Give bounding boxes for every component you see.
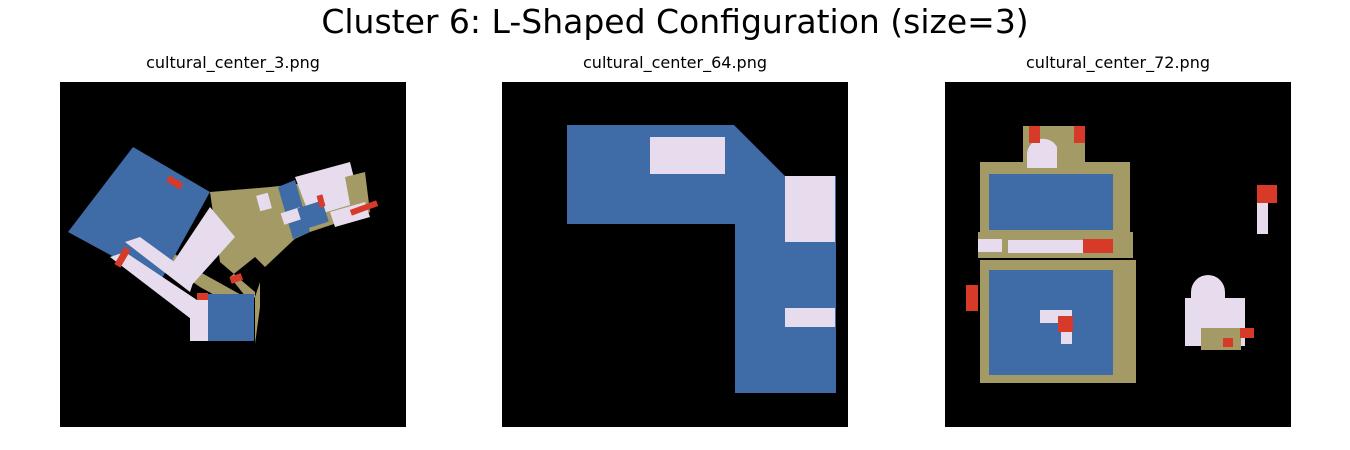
fp1-red-2 — [114, 246, 131, 268]
fp2-lilac-top — [650, 137, 725, 174]
panel-2-title: cultural_center_64.png — [583, 53, 767, 72]
fp3-mid-lilac-2 — [1008, 240, 1086, 253]
fp1-small-lilac-2 — [280, 207, 304, 225]
fp1-red-5 — [197, 293, 208, 300]
fp2-lilac-right — [785, 176, 835, 242]
floorplan-panel-3 — [945, 82, 1291, 427]
fp1-wing-lilac — [295, 162, 360, 217]
figure-title: Cluster 6: L-Shaped Configuration (size=… — [321, 2, 1029, 41]
floorplan-2-svg — [567, 125, 836, 393]
fp3-mid-lilac-1 — [978, 239, 1002, 252]
fp3-small-red-1 — [1240, 328, 1254, 338]
floorplan-panel-1 — [60, 82, 406, 427]
floorplan-3-svg — [966, 126, 1277, 383]
fp3-red-left — [966, 285, 978, 311]
fp1-lilac-a — [170, 207, 235, 287]
fp3-small-red-2 — [1223, 338, 1233, 347]
fp3-satellite-red — [1257, 185, 1277, 203]
panel-3-title: cultural_center_72.png — [1026, 53, 1210, 72]
fp3-red-top-2 — [1074, 126, 1085, 143]
fp1-lilac-b — [125, 237, 195, 292]
fp1-small-lilac-1 — [256, 192, 272, 212]
fp1-red-6 — [229, 273, 244, 284]
fp3-small-tan — [1201, 328, 1241, 350]
fp3-room-top — [989, 174, 1113, 230]
fp3-inner-red — [1058, 316, 1073, 332]
fp1-room-bottom-lilac — [190, 300, 208, 341]
fp1-red-4 — [316, 194, 326, 208]
fp2-l-shape — [567, 125, 836, 393]
fp3-small-dome — [1191, 275, 1225, 300]
fp1-red-1 — [166, 175, 184, 190]
fp3-satellite-lilac — [1257, 203, 1268, 234]
fp1-corridor — [210, 177, 370, 344]
fp3-entry-dome — [1027, 138, 1057, 168]
fp1-lilac-c — [110, 252, 200, 322]
panel-1-title: cultural_center_3.png — [146, 53, 320, 72]
fp1-room-bottom — [208, 294, 254, 341]
fp1-small-blue — [297, 200, 329, 230]
fp3-red-top-1 — [1029, 126, 1040, 143]
floorplan-1-svg — [68, 147, 379, 344]
fp3-inner-lilac-v — [1061, 322, 1072, 344]
fp3-mid-red — [1083, 239, 1113, 253]
fp2-lilac-lower — [785, 308, 835, 327]
floorplan-panel-2 — [502, 82, 848, 427]
fp1-red-3 — [349, 200, 379, 216]
